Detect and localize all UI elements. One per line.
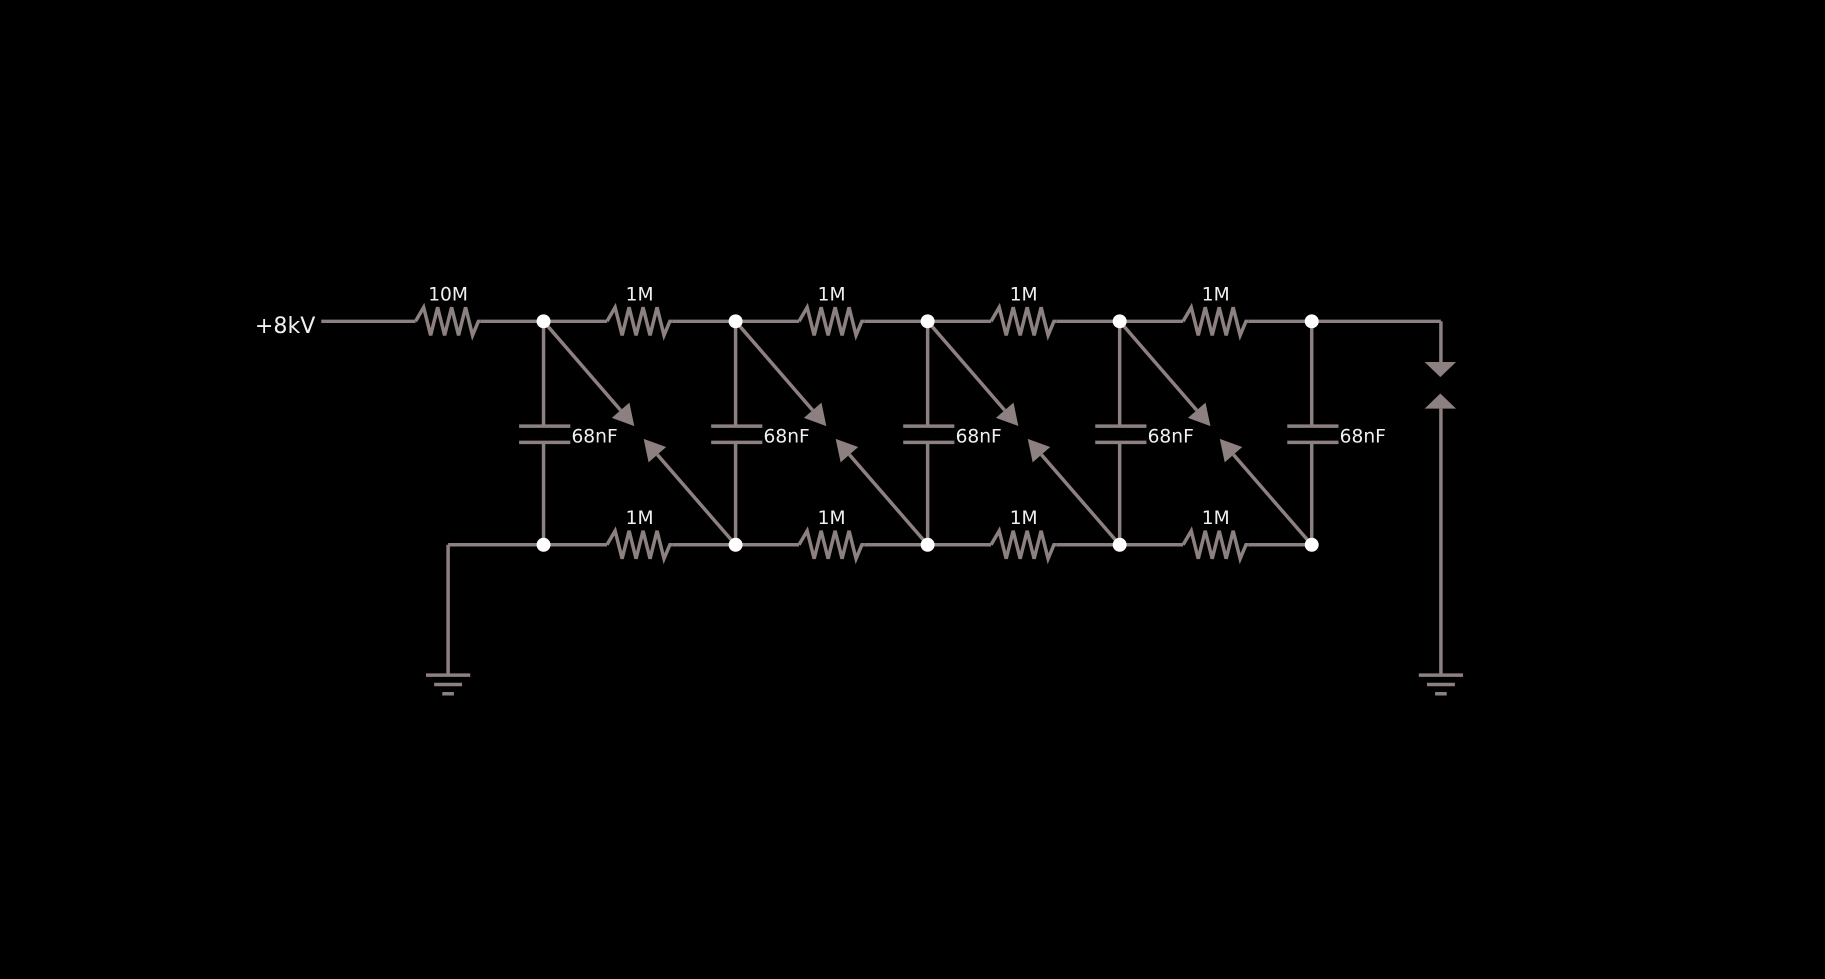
- top-resistor-label: 1M: [626, 284, 654, 305]
- diode-line: [734, 320, 814, 412]
- capacitor: [711, 424, 763, 445]
- arrow-head-icon: [835, 438, 859, 463]
- input-resistor-label: 10M: [428, 284, 468, 305]
- diode-line: [1118, 320, 1199, 412]
- wires: [321, 319, 1443, 676]
- diode-forward: [542, 320, 635, 427]
- input-resistor: [414, 302, 481, 341]
- top-resistor: [989, 302, 1057, 341]
- capacitor: [1287, 424, 1339, 445]
- capacitor-label: 68nF: [571, 426, 617, 447]
- capacitor-label: 68nF: [1148, 426, 1194, 447]
- arrow-head-icon: [1027, 438, 1051, 463]
- arrow-head-icon: [1187, 402, 1211, 427]
- diode-line: [656, 453, 737, 546]
- arrow-head-icon: [995, 402, 1019, 427]
- junction-node: [536, 314, 551, 329]
- diode-line: [1040, 453, 1121, 546]
- top-resistor-label: 1M: [818, 284, 846, 305]
- junction-node: [920, 314, 935, 329]
- bottom-resistor-label: 1M: [1202, 508, 1230, 529]
- top-resistor: [1181, 302, 1249, 341]
- diode-line: [848, 453, 929, 546]
- diode-forward: [926, 320, 1019, 427]
- bottom-resistor: [1181, 526, 1249, 565]
- junction-node: [536, 537, 551, 552]
- nodes: [536, 314, 1319, 552]
- bottom-resistor-label: 1M: [1010, 508, 1038, 529]
- capacitor-label: 68nF: [764, 426, 810, 447]
- arrow-head-icon: [803, 402, 827, 427]
- labels: +8kV 10M 1M 1M 1M 1M 1M 1M 1M 1M 68nF 68nF 68nF 68n…: [255, 284, 1386, 528]
- diode-forward: [734, 320, 827, 427]
- bottom-resistor-label: 1M: [818, 508, 846, 529]
- diode-return: [835, 438, 929, 546]
- capacitor: [519, 424, 571, 445]
- diode-line: [926, 320, 1007, 412]
- junction-node: [1112, 537, 1127, 552]
- ground-icon-left: [425, 673, 471, 696]
- capacitor-label: 68nF: [1340, 426, 1386, 447]
- top-resistor: [605, 302, 673, 341]
- source-label: +8kV: [255, 313, 316, 339]
- arrow-head-icon: [643, 438, 667, 463]
- diode-line: [1232, 453, 1314, 546]
- junction-node: [728, 537, 743, 552]
- junction-node: [1304, 314, 1319, 329]
- bottom-resistor: [797, 526, 865, 565]
- ground-icon-right: [1418, 673, 1464, 696]
- diode-line: [542, 320, 622, 412]
- diode-return: [1027, 438, 1121, 546]
- junction-node: [1304, 537, 1319, 552]
- diode-return: [643, 438, 737, 546]
- capacitor: [903, 424, 955, 445]
- diode-forward: [1118, 320, 1211, 427]
- bottom-resistor: [989, 526, 1057, 565]
- junction-node: [728, 314, 743, 329]
- junction-node: [1112, 314, 1127, 329]
- bottom-resistor: [605, 526, 673, 565]
- bottom-resistor-label: 1M: [626, 508, 654, 529]
- top-resistor-label: 1M: [1202, 284, 1230, 305]
- capacitor: [1095, 424, 1147, 445]
- diode-return: [1219, 438, 1314, 546]
- junction-node: [920, 537, 935, 552]
- top-resistor-label: 1M: [1010, 284, 1038, 305]
- arrow-head-icon: [1219, 438, 1243, 463]
- spark-gap-bottom-icon: [1424, 393, 1457, 409]
- spark-gap-top-icon: [1424, 362, 1457, 378]
- arrow-head-icon: [611, 402, 635, 427]
- capacitor-label: 68nF: [956, 426, 1002, 447]
- components: [414, 302, 1464, 696]
- top-resistor: [797, 302, 865, 341]
